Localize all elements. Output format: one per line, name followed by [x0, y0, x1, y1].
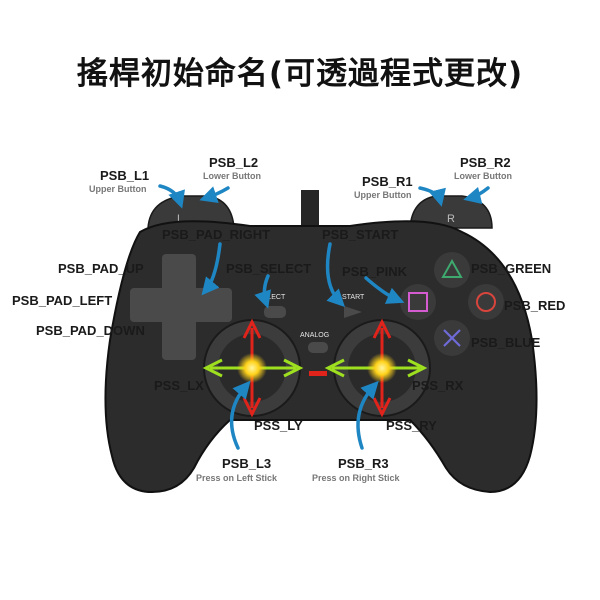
pad-right-arrow: [201, 242, 222, 296]
l3-arrow: [229, 380, 251, 450]
psb-start-label: PSB_START: [322, 227, 398, 242]
r2-arrow: [463, 186, 490, 204]
psb-pad-left-label: PSB_PAD_LEFT: [12, 293, 112, 308]
pss-lx-label: PSS_LX: [154, 378, 204, 393]
start-button[interactable]: [344, 306, 362, 318]
analog-text: ANALOG: [300, 332, 329, 339]
psb-l1-label: PSB_L1: [100, 168, 149, 183]
psb-l2-label: PSB_L2: [209, 155, 258, 170]
r-mark: R: [447, 213, 455, 225]
l1-arrow: [158, 184, 185, 209]
psb-r3-sublabel: Press on Right Stick: [312, 473, 401, 483]
square-icon: [408, 292, 428, 312]
r3-arrow: [356, 380, 379, 450]
analog-led: [309, 371, 327, 376]
psb-blue-label: PSB_BLUE: [471, 335, 541, 350]
analog-button[interactable]: [308, 342, 328, 353]
psb-r1-sublabel: Upper Button: [354, 190, 412, 200]
psb-l1-sublabel: Upper Button: [89, 184, 147, 194]
psb-r3-label: PSB_R3: [338, 456, 389, 471]
psb-l3-label: PSB_L3: [222, 456, 271, 471]
psb-r2-label: PSB_R2: [460, 155, 511, 170]
psb-red-label: PSB_RED: [504, 298, 565, 313]
l-mark: L: [177, 213, 183, 225]
triangle-icon: [441, 258, 463, 278]
psb-r2-sublabel: Lower Button: [454, 171, 512, 181]
pss-ry-label: PSS_RY: [386, 418, 437, 433]
left-stick-glow: [237, 353, 267, 383]
pointer-arrows: [158, 184, 490, 450]
psb-l2-sublabel: Lower Button: [203, 171, 261, 181]
psb-l3-sublabel: Press on Left Stick: [196, 473, 278, 483]
dpad: [130, 254, 232, 360]
square-button[interactable]: [400, 284, 436, 320]
pss-ly-label: PSS_LY: [254, 418, 303, 433]
circle-button[interactable]: [468, 284, 504, 320]
face-buttons: [400, 252, 504, 356]
psb-pink-label: PSB_PINK: [342, 264, 408, 279]
pink-arrow: [364, 276, 405, 304]
start-arrow: [325, 242, 345, 307]
circle-icon: [476, 292, 496, 312]
cross-icon: [443, 329, 461, 347]
select-arrow: [254, 274, 271, 309]
start-text: START: [342, 294, 365, 301]
right-stick-glow: [367, 353, 397, 383]
psb-select-label: PSB_SELECT: [226, 261, 311, 276]
select-text: SELECT: [258, 294, 286, 301]
psb-green-label: PSB_GREEN: [471, 261, 551, 276]
psb-pad-up-label: PSB_PAD_UP: [58, 261, 144, 276]
dpad-down-button[interactable]: [162, 314, 196, 360]
pss-rx-label: PSS_RX: [412, 378, 464, 393]
l2-arrow: [199, 186, 230, 203]
dpad-left-button[interactable]: [130, 288, 176, 322]
triangle-button[interactable]: [434, 252, 470, 288]
select-button[interactable]: [264, 306, 286, 318]
psb-pad-right-label: PSB_PAD_RIGHT: [162, 227, 270, 242]
dpad-right-button[interactable]: [186, 288, 232, 322]
psb-pad-down-label: PSB_PAD_DOWN: [36, 323, 145, 338]
r1-arrow: [418, 186, 446, 207]
page-title: 搖桿初始命名(可透過程式更改): [76, 56, 524, 92]
psb-r1-label: PSB_R1: [362, 174, 413, 189]
